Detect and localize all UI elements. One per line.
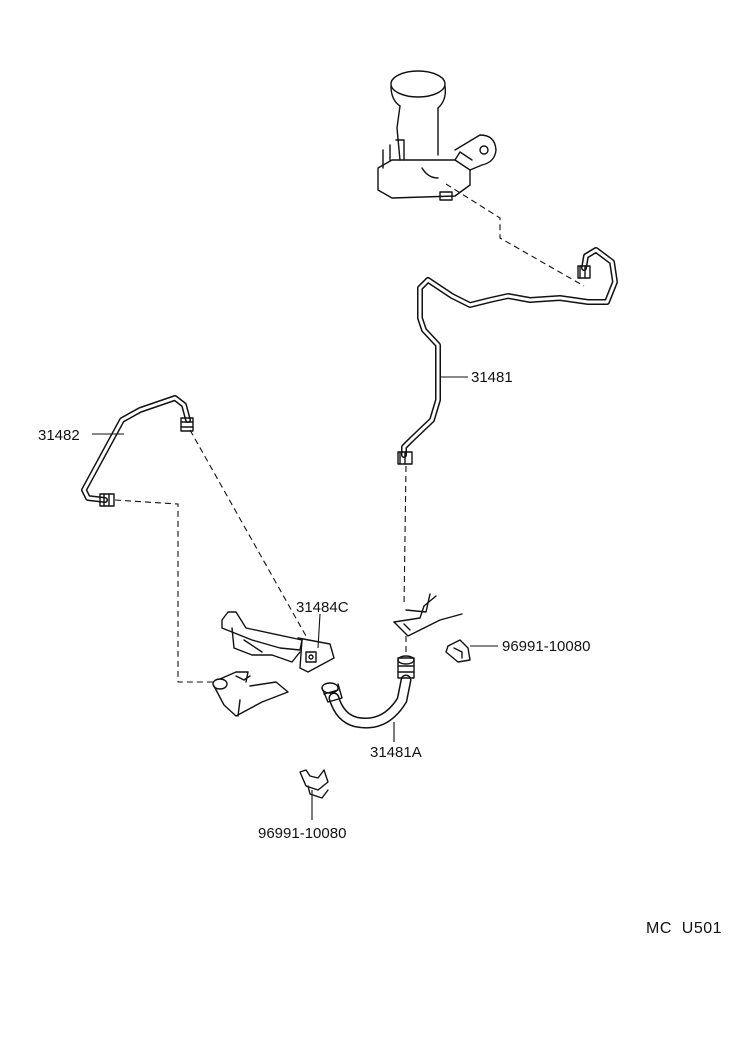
label-96991-10080-bottom: 96991-10080 [258,825,346,842]
diagram-code: MC U501 [646,920,722,937]
clutch-tube-31482 [81,395,194,507]
clip-right [445,639,471,663]
label-96991-10080-right: 96991-10080 [502,638,590,655]
flexible-hose-31481a [321,655,415,729]
hose-mounting-bracket [393,593,463,637]
label-31484c: 31484C [296,599,349,616]
clutch-tube-31481 [397,247,618,465]
bracket-31484c [221,611,335,673]
connection-lines [114,183,585,683]
clip-bottom [299,769,329,799]
clutch-master-cylinder [377,70,497,201]
label-31482: 31482 [38,427,80,444]
leader-lines [92,376,498,820]
label-31481a: 31481A [370,744,422,761]
release-cylinder-fitting [212,671,289,717]
label-31481: 31481 [471,369,513,386]
